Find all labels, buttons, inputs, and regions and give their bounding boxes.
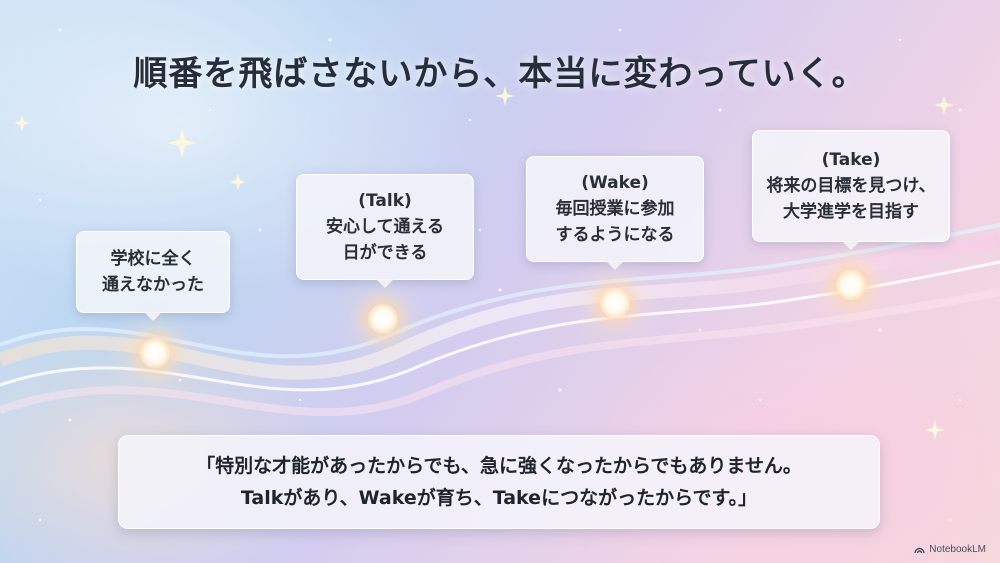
timeline-node-2 — [368, 304, 398, 334]
brand-label: NotebookLM — [929, 544, 986, 555]
step-2-tag: (Talk) — [358, 191, 412, 211]
slide-title: 順番を飛ばさないから、本当に変わっていく。 — [133, 54, 867, 94]
step-bubble-talk: (Talk) 安心して通える 日ができる — [296, 174, 474, 288]
timeline-node-4 — [836, 270, 866, 300]
step-3-line-2: するようになる — [555, 225, 675, 245]
step-bubble-start: 学校に全く 通えなかった — [76, 231, 230, 321]
timeline-node-3 — [600, 288, 630, 318]
quote-line-2: Talkがあり、Wakeが育ち、Takeにつながったからです。」 — [240, 487, 758, 509]
step-bubble-take: (Take) 将来の目標を見つけ、 大学進学を目指す — [752, 130, 950, 250]
sparkle-cross-stars — [14, 86, 954, 440]
step-3-line-1: 毎回授業に参加 — [555, 199, 675, 219]
step-4-line-2: 大学進学を目指す — [783, 202, 919, 222]
quote-line-1: 「特別な才能があったからでも、急に強くなったからでもありません。 — [196, 455, 802, 477]
timeline-node-1 — [140, 338, 170, 368]
step-1-line-1: 学校に全く — [110, 249, 196, 269]
notebooklm-logo-icon — [914, 547, 925, 554]
step-1-line-2: 通えなかった — [102, 275, 204, 295]
step-4-tag: (Take) — [821, 150, 881, 170]
sparkle-stars — [38, 28, 962, 522]
step-2-line-2: 日ができる — [342, 243, 428, 263]
step-4-line-1: 将来の目標を見つけ、 — [766, 176, 936, 196]
step-bubble-wake: (Wake) 毎回授業に参加 するようになる — [526, 156, 704, 270]
step-2-line-1: 安心して通える — [326, 217, 444, 237]
step-3-tag: (Wake) — [581, 173, 649, 193]
brand-watermark: NotebookLM — [914, 544, 986, 555]
quote-box: 「特別な才能があったからでも、急に強くなったからでもありません。 Talkがあり… — [118, 435, 880, 529]
